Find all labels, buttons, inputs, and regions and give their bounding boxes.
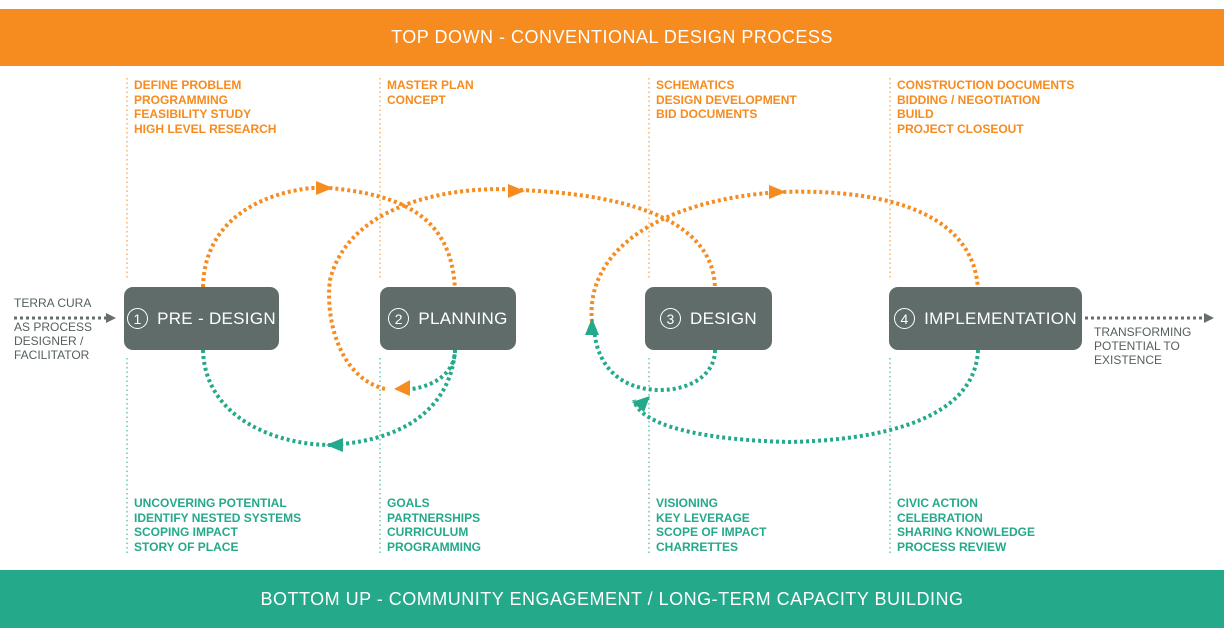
input-label-line: AS PROCESS bbox=[14, 320, 93, 334]
bottom-up-title: BOTTOM UP - COMMUNITY ENGAGEMENT / LONG-… bbox=[260, 588, 964, 609]
predesign-top-list: DEFINE PROBLEM PROGRAMMING FEASIBILITY S… bbox=[134, 78, 276, 136]
loop-planning-design bbox=[327, 187, 717, 391]
output-label: TRANSFORMING POTENTIAL TO EXISTENCE bbox=[1094, 325, 1191, 367]
stage-label: DESIGN bbox=[690, 308, 757, 328]
list-item: DEFINE PROBLEM bbox=[134, 78, 242, 92]
arrowhead-green-2 bbox=[394, 380, 410, 396]
list-item: KEY LEVERAGE bbox=[656, 510, 750, 525]
loop-planning-predesign bbox=[201, 349, 457, 448]
list-item: VISIONING bbox=[656, 496, 719, 510]
list-item: CURRICULUM bbox=[387, 525, 469, 540]
list-item: FEASIBILITY STUDY bbox=[134, 107, 252, 122]
list-item: CELEBRATION bbox=[897, 510, 983, 525]
arrowhead-orange-4 bbox=[585, 318, 599, 335]
list-item: HIGH LEVEL RESEARCH bbox=[134, 121, 277, 136]
list-item: BID DOCUMENTS bbox=[656, 107, 758, 122]
list-item: IDENTIFY NESTED SYSTEMS bbox=[134, 510, 302, 525]
input-label-line: TERRA CURA bbox=[14, 296, 92, 310]
design-bottom-list: VISIONING KEY LEVERAGE SCOPE OF IMPACT C… bbox=[656, 496, 766, 554]
list-item: SCOPE OF IMPACT bbox=[656, 525, 767, 540]
list-item: BUILD bbox=[897, 107, 934, 122]
top-down-loops bbox=[201, 185, 980, 391]
top-down-band: TOP DOWN - CONVENTIONAL DESIGN PROCESS bbox=[0, 9, 1224, 66]
loop-arrowheads bbox=[316, 181, 786, 452]
predesign-bottom-list: UNCOVERING POTENTIAL IDENTIFY NESTED SYS… bbox=[134, 496, 301, 554]
list-item: GOALS bbox=[387, 496, 430, 510]
list-item: CONCEPT bbox=[387, 92, 446, 107]
arrowhead-orange-3 bbox=[769, 185, 786, 199]
list-item: SHARING KNOWLEDGE bbox=[897, 525, 1035, 540]
list-item: PROCESS REVIEW bbox=[897, 539, 1007, 554]
top-down-title: TOP DOWN - CONVENTIONAL DESIGN PROCESS bbox=[391, 27, 833, 47]
list-item: UNCOVERING POTENTIAL bbox=[134, 496, 287, 510]
planning-top-list: MASTER PLAN CONCEPT bbox=[387, 78, 474, 107]
list-item: CONSTRUCTION DOCUMENTS bbox=[897, 78, 1075, 92]
loop-predesign-planning bbox=[201, 185, 457, 291]
list-item: SCOPING IMPACT bbox=[134, 525, 238, 540]
list-item: PROGRAMMING bbox=[134, 92, 228, 107]
output-label-line: POTENTIAL TO bbox=[1094, 339, 1180, 353]
loop-implementation-design bbox=[632, 349, 980, 445]
arrowhead-orange-1 bbox=[316, 181, 333, 195]
stage-label: IMPLEMENTATION bbox=[924, 308, 1077, 328]
list-item: CHARRETTES bbox=[656, 539, 739, 554]
stage-number-badge: 2 bbox=[388, 308, 410, 329]
arrowhead-orange-2 bbox=[508, 184, 525, 198]
arrowhead-green-1 bbox=[326, 438, 343, 452]
output-label-line: TRANSFORMING bbox=[1094, 325, 1192, 339]
stage-planning: 2 PLANNING bbox=[380, 287, 516, 350]
list-item: STORY OF PLACE bbox=[134, 539, 239, 554]
output-label-line: EXISTENCE bbox=[1094, 353, 1163, 367]
list-item: MASTER PLAN bbox=[387, 78, 474, 92]
arrowhead-green-3 bbox=[632, 396, 650, 412]
list-item: CIVIC ACTION bbox=[897, 496, 978, 510]
list-item: DESIGN DEVELOPMENT bbox=[656, 92, 797, 107]
stage-implementation: 4 IMPLEMENTATION bbox=[889, 287, 1082, 350]
list-item: PARTNERSHIPS bbox=[387, 510, 481, 525]
list-item: BIDDING / NEGOTIATION bbox=[897, 92, 1041, 107]
stage-number-badge: 3 bbox=[660, 308, 681, 329]
input-label-line: DESIGNER / bbox=[14, 334, 84, 348]
implementation-top-list: CONSTRUCTION DOCUMENTS BIDDING / NEGOTIA… bbox=[897, 78, 1074, 136]
list-item: PROGRAMMING bbox=[387, 539, 481, 554]
input-label: TERRA CURA AS PROCESS DESIGNER / FACILIT… bbox=[14, 296, 92, 362]
stage-label: PRE - DESIGN bbox=[157, 308, 276, 328]
implementation-bottom-list: CIVIC ACTION CELEBRATION SHARING KNOWLED… bbox=[897, 496, 1035, 554]
stage-design: 3 DESIGN bbox=[645, 287, 772, 350]
stage-number-badge: 1 bbox=[127, 308, 149, 329]
design-top-list: SCHEMATICS DESIGN DEVELOPMENT BID DOCUME… bbox=[656, 78, 797, 122]
bottom-up-loops bbox=[201, 324, 980, 448]
bottom-up-band: BOTTOM UP - COMMUNITY ENGAGEMENT / LONG-… bbox=[0, 570, 1224, 628]
stage-label: PLANNING bbox=[418, 308, 508, 328]
list-item: PROJECT CLOSEOUT bbox=[897, 121, 1024, 136]
stage-number-badge: 4 bbox=[894, 308, 916, 329]
planning-bottom-list: GOALS PARTNERSHIPS CURRICULUM PROGRAMMIN… bbox=[387, 496, 481, 554]
list-item: SCHEMATICS bbox=[656, 78, 735, 92]
stage-pre-design: 1 PRE - DESIGN bbox=[124, 287, 279, 350]
input-label-line: FACILITATOR bbox=[14, 348, 90, 362]
